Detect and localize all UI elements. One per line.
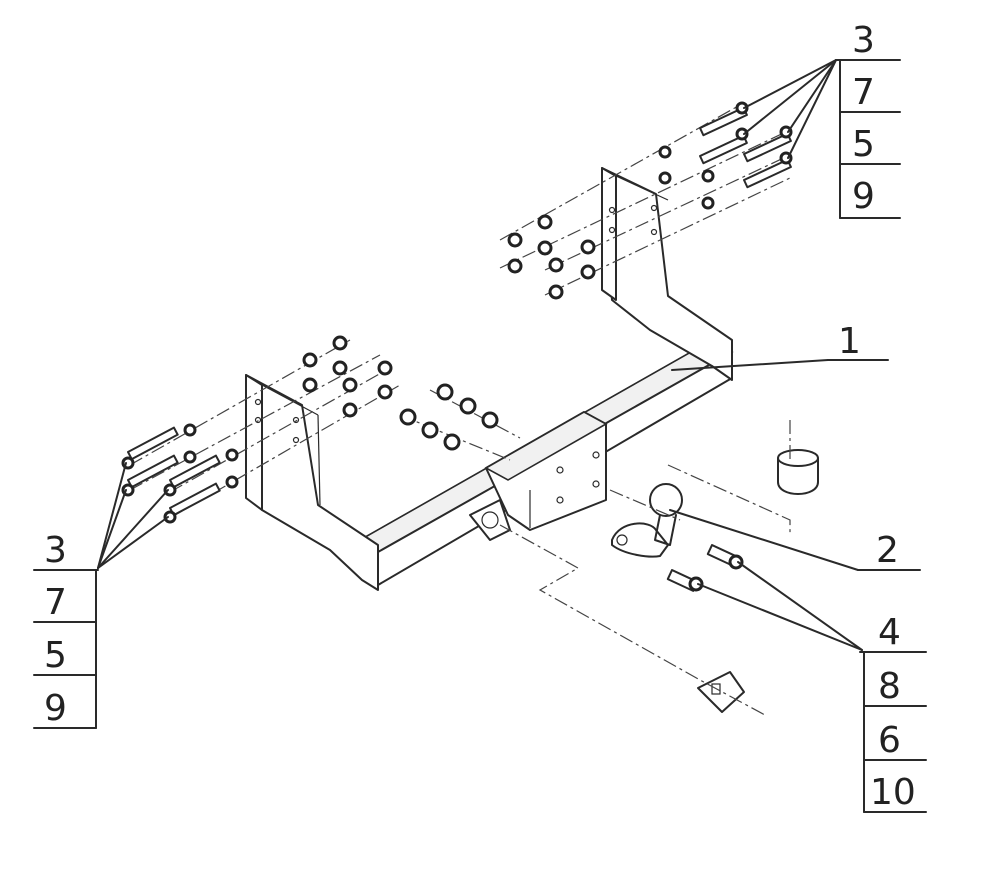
right-bolt	[742, 125, 793, 163]
nut	[377, 384, 393, 400]
washer	[183, 423, 197, 437]
washer	[421, 421, 439, 439]
nut	[548, 257, 564, 273]
right-bracket	[601, 167, 733, 381]
washer	[701, 169, 715, 183]
left-bolt	[121, 454, 179, 497]
nut	[332, 335, 348, 351]
callout-4-row-1: 8	[878, 666, 901, 707]
ball-cover-cap	[777, 449, 819, 495]
nut	[537, 214, 553, 230]
washer	[443, 433, 461, 451]
ball-bolt	[666, 569, 704, 592]
leader-lines	[97, 59, 921, 651]
washer	[701, 196, 715, 210]
callout-left-row-3: 9	[44, 688, 67, 729]
left-bolt	[163, 454, 221, 497]
washer	[225, 448, 239, 462]
nut	[507, 258, 523, 274]
ball-bolt	[706, 544, 744, 570]
right-bolt	[699, 101, 749, 137]
callout-4-row-3: 10	[870, 772, 916, 813]
callout-right-row-1: 7	[852, 72, 875, 113]
hitch-mount-plate	[469, 411, 608, 541]
nut	[537, 240, 553, 256]
right-fasteners	[507, 101, 793, 300]
callout-2: 2	[876, 530, 899, 571]
assembly-lines	[129, 104, 791, 716]
nut	[580, 264, 596, 280]
washer	[183, 450, 197, 464]
tow-ball	[611, 483, 683, 558]
washer	[225, 475, 239, 489]
callout-table-right: 3 7 5 9	[835, 20, 901, 219]
nut	[332, 360, 348, 376]
callout-left-row-2: 5	[44, 635, 67, 676]
left-bolt	[121, 426, 179, 470]
callout-table-ball-bolts: 4 8 6 10	[859, 612, 927, 813]
callout-3-right-head: 3	[852, 20, 875, 61]
electrical-socket	[697, 671, 745, 713]
callout-right-row-2: 5	[852, 124, 875, 165]
left-bracket	[245, 374, 379, 591]
callout-table-left: 3 7 5 9	[33, 530, 99, 729]
callout-right-row-3: 9	[852, 176, 875, 217]
right-bolt	[742, 151, 793, 189]
nut	[548, 284, 564, 300]
washer	[658, 145, 672, 159]
callout-1-label: 1	[838, 321, 861, 362]
nut	[342, 377, 358, 393]
washer	[658, 171, 672, 185]
ball-mount-bolts	[666, 544, 744, 592]
left-bolt	[163, 482, 221, 524]
nut	[302, 377, 318, 393]
nut	[507, 232, 523, 248]
washer	[481, 411, 499, 429]
nut	[342, 402, 358, 418]
callout-4-row-2: 6	[878, 720, 901, 761]
washer	[459, 397, 477, 415]
callout-3-left-head: 3	[44, 530, 67, 571]
right-bolt	[699, 127, 749, 165]
callout-1: 1	[838, 321, 861, 362]
nut	[377, 360, 393, 376]
nut	[399, 408, 417, 426]
nut	[302, 352, 318, 368]
left-fasteners	[121, 335, 499, 524]
callout-4-head: 4	[878, 612, 901, 653]
nut	[436, 383, 454, 401]
callout-2-label: 2	[876, 530, 899, 571]
callout-left-row-1: 7	[44, 582, 67, 623]
nut	[580, 239, 596, 255]
